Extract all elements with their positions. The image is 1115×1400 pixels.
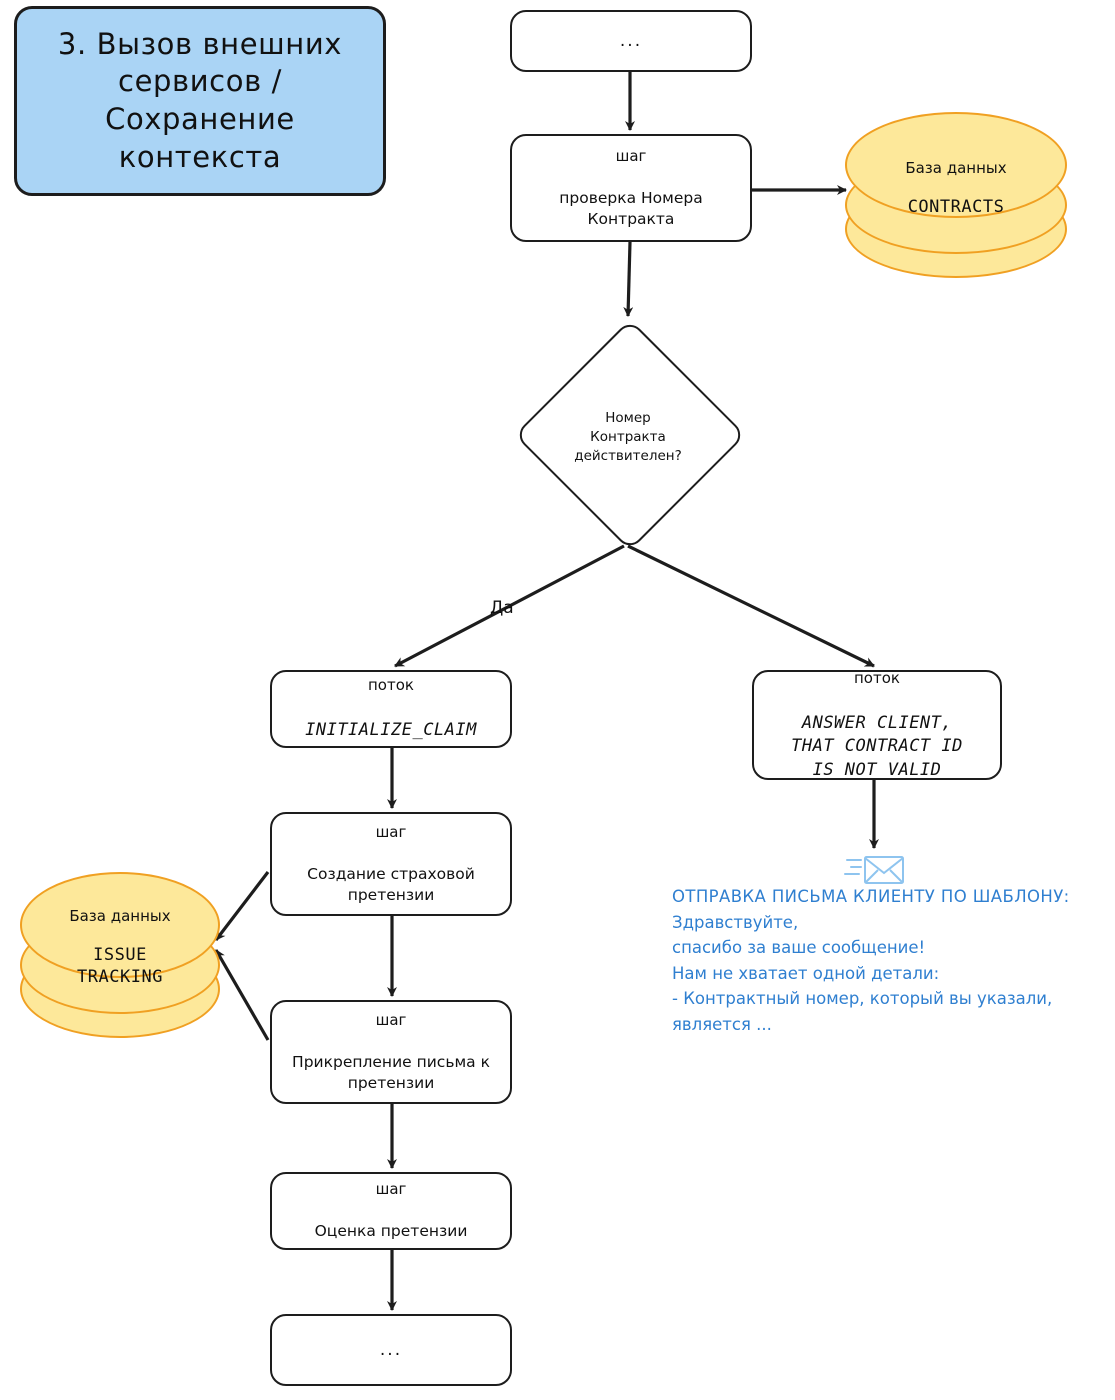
node-bottom-ellipsis[interactable]: ... [270,1314,512,1386]
email-template-line: спасибо за ваше сообщение! [672,938,926,958]
node-step-assess-claim-keyword: шаг [375,1180,407,1199]
node-flow-initialize-claim[interactable]: поток INITIALIZE_CLAIM [270,670,512,748]
node-flow-initialize-claim-keyword: поток [368,676,414,695]
node-step-attach-letter-content: шаг Прикрепление письма к претензии [292,988,490,1116]
section-title-text: 3. Вызов внешних сервисов / Сохранение к… [57,26,343,174]
db-disc-top [845,112,1067,218]
email-template-line: - Контрактный номер, который вы указали, [672,989,1053,1009]
node-flow-answer-client-body: ANSWER CLIENT, THAT CONTRACT ID IS NOT V… [791,712,963,780]
node-step-assess-claim-content: шаг Оценка претензии [315,1158,468,1264]
node-flow-initialize-claim-body: INITIALIZE_CLAIM [305,720,477,741]
database-contracts-caption: База данных [905,159,1007,177]
node-top-ellipsis[interactable]: ... [510,10,752,72]
node-step-check-contract-body: проверка Номера Контракта [559,188,703,229]
decision-contract-valid[interactable]: Номер Контракта действителен? [514,319,746,551]
node-step-create-claim[interactable]: шаг Создание страховой претензии [270,812,512,916]
node-step-check-contract[interactable]: шаг проверка Номера Контракта [510,134,752,242]
node-bottom-ellipsis-label: ... [379,1340,403,1360]
node-step-attach-letter[interactable]: шаг Прикрепление письма к претензии [270,1000,512,1104]
email-template-line: является ... [672,1014,772,1034]
node-flow-answer-client-keyword: поток [854,668,900,687]
email-template-text: ОТПРАВКА ПИСЬМА КЛИЕНТУ ПО ШАБЛОНУ: Здра… [672,884,1102,1037]
db-disc-top [20,872,220,978]
envelope-icon [844,856,904,884]
edge-check-to-decision [623,241,634,317]
edge-decision-no [627,544,875,668]
node-step-create-claim-content: шаг Создание страховой претензии [307,800,475,928]
database-issue-tracking-label: База данных ISSUE TRACKING [20,888,220,1007]
database-contracts-name: CONTRACTS [907,197,1005,217]
node-step-assess-claim[interactable]: шаг Оценка претензии [270,1172,512,1250]
edge-create-to-issue-db [214,871,270,941]
node-flow-answer-client[interactable]: поток ANSWER CLIENT, THAT CONTRACT ID IS… [752,669,1002,780]
database-contracts-label: База данных CONTRACTS [845,140,1067,237]
section-title-box: 3. Вызов внешних сервисов / Сохранение к… [14,6,386,196]
edge-decision-yes [394,544,625,668]
database-contracts[interactable]: База данных CONTRACTS [845,112,1067,278]
node-step-check-contract-content: шаг проверка Номера Контракта [559,124,702,252]
node-step-attach-letter-keyword: шаг [375,1010,407,1029]
node-flow-answer-client-content: поток ANSWER CLIENT, THAT CONTRACT ID IS… [791,646,963,803]
node-step-attach-letter-body: Прикрепление письма к претензии [292,1052,490,1093]
decision-contract-valid-label: Номер Контракта действителен? [574,409,682,465]
node-flow-initialize-claim-content: поток INITIALIZE_CLAIM [305,654,477,764]
database-issue-tracking[interactable]: База данных ISSUE TRACKING [20,872,220,1038]
edge-label-yes: Да [490,598,514,618]
node-step-check-contract-keyword: шаг [615,146,647,165]
database-issue-tracking-name: ISSUE TRACKING [77,945,163,988]
email-template-line: Нам не хватает одной детали: [672,963,940,983]
database-issue-tracking-caption: База данных [69,907,171,925]
node-step-create-claim-keyword: шаг [375,822,407,841]
email-template-line: Здравствуйте, [672,912,799,932]
node-step-assess-claim-body: Оценка претензии [314,1222,468,1241]
node-top-ellipsis-label: ... [619,31,643,51]
email-template-header: ОТПРАВКА ПИСЬМА КЛИЕНТУ ПО ШАБЛОНУ: [672,887,1070,906]
node-step-create-claim-body: Создание страховой претензии [307,864,475,905]
edge-attach-to-issue-db [214,949,270,1041]
